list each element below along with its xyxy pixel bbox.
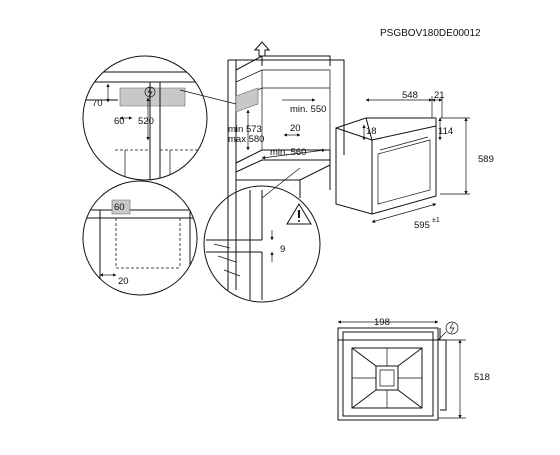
cabinet-min-depth: min. 550 (290, 104, 326, 115)
oven-21: 21 (434, 90, 445, 101)
detail-bottom-20: 20 (118, 276, 129, 287)
plan-198: 198 (374, 317, 390, 328)
oven-width-595: 595 (414, 220, 430, 231)
cabinet-gap-20: 20 (290, 123, 301, 134)
up-arrow-icon (253, 41, 271, 57)
power-warning-icon (144, 86, 156, 98)
warning-triangle-icon (286, 203, 312, 225)
oven-height-589: 589 (478, 154, 494, 165)
oven-plan-view (337, 327, 447, 421)
detail-bottom-60: 60 (114, 202, 125, 213)
oven-18: 18 (366, 126, 377, 137)
detail-top-60: 60 (114, 116, 125, 127)
oven-114: 114 (438, 126, 453, 137)
oven-width-tolerance: ±1 (432, 217, 440, 224)
detail-bottom-circle (82, 180, 198, 296)
detail-top-520: 520 (138, 116, 154, 127)
document-code: PSGBOV180DE00012 (380, 28, 481, 39)
plan-power-icon (437, 321, 459, 341)
oven-perspective (335, 117, 437, 215)
detail-top-70: 70 (92, 98, 103, 109)
cabinet-niche (227, 55, 345, 290)
detail-edge-9: 9 (280, 244, 285, 255)
detail-edge-circle (203, 167, 321, 303)
cabinet-min-height: min 573 (228, 124, 262, 135)
detail-top-circle (82, 55, 237, 181)
plan-518: 518 (474, 372, 490, 383)
oven-depth-548: 548 (402, 90, 418, 101)
cabinet-max-height: max 580 (228, 134, 264, 145)
